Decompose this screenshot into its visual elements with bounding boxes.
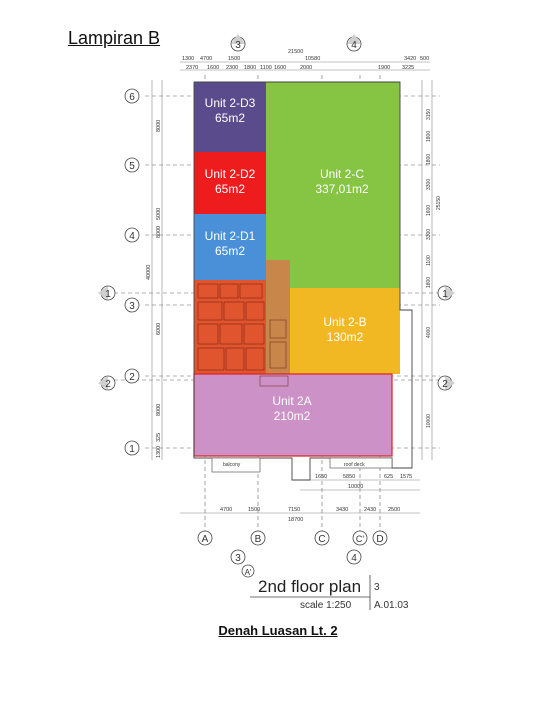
section-marker-3-bottom: 3 <box>235 553 241 564</box>
unit-2-b-area-label: 130m2 <box>327 330 364 344</box>
dim-bottom-3: 7150 <box>288 507 300 513</box>
grid-row-4: 4 <box>129 231 135 242</box>
grid-row-6: 6 <box>129 92 135 103</box>
unit-2a-name: Unit 2A <box>272 394 311 408</box>
dim-top-2: 1800 <box>244 65 256 71</box>
unit-2-c-area-label: 337,01m2 <box>315 182 369 196</box>
dim-top: 21500 <box>288 49 303 55</box>
unit-2-d2-area-label: 65m2 <box>215 182 245 196</box>
dim-bottom-3: 4700 <box>220 507 232 513</box>
dim-left: 8000 <box>156 404 162 416</box>
dim-bottom-3: 2430 <box>364 507 376 513</box>
dim-top-2: 1600 <box>274 65 286 71</box>
unit-2-d2-area <box>194 152 266 214</box>
grid-col-b: B <box>255 534 262 545</box>
unit-2-b-name: Unit 2-B <box>323 315 366 329</box>
dim-top: 10580 <box>305 56 320 62</box>
unit-2-d3-area-label: 65m2 <box>215 111 245 125</box>
dim-top-2: 1900 <box>378 65 390 71</box>
unit-2a-area-label: 210m2 <box>274 409 311 423</box>
dim-right: 1100 <box>426 255 432 266</box>
unit-2-b-area <box>290 288 400 374</box>
dim-right: 1600 <box>426 205 432 216</box>
plan-title: 2nd floor plan <box>258 577 361 596</box>
grid-row-1: 1 <box>129 444 135 455</box>
unit-2-c-name: Unit 2-C <box>320 167 364 181</box>
grid-col-c-prime: C' <box>356 534 364 544</box>
core-area-2 <box>266 290 290 375</box>
dim-top: 4700 <box>200 56 212 62</box>
dim-right: 1800 <box>426 277 432 288</box>
unit-2-d1-area <box>194 214 266 280</box>
dim-left: 8000 <box>156 120 162 132</box>
dim-top: 3420 <box>404 56 416 62</box>
dim-top: 1500 <box>228 56 240 62</box>
section-marker-3-top: 3 <box>235 40 241 51</box>
core-area <box>194 280 266 375</box>
dim-top-2: 2370 <box>186 65 198 71</box>
grid-row-3: 3 <box>129 301 135 312</box>
grid-col-a: A <box>202 534 209 545</box>
section-marker-1-left: 1 <box>105 289 111 300</box>
dim-bottom-1: 5850 <box>343 474 355 480</box>
dim-left: 325 <box>156 433 162 442</box>
dim-top-2: 1600 <box>207 65 219 71</box>
dim-top: 1300 <box>182 56 194 62</box>
dim-top-2: 2300 <box>226 65 238 71</box>
section-marker-4-top: 4 <box>351 40 357 51</box>
sheet-code: A.01.03 <box>374 600 409 611</box>
unit-2-c-area <box>266 82 400 288</box>
dim-right: 1800 <box>426 154 432 165</box>
dim-right: 3150 <box>426 109 432 120</box>
dim-right: 3300 <box>426 229 432 240</box>
dim-left: 1300 <box>156 446 162 458</box>
sheet-number: 3 <box>374 582 380 593</box>
dim-top: 500 <box>420 56 429 62</box>
dim-left: 40000 <box>146 265 152 280</box>
dim-top-2: 2000 <box>300 65 312 71</box>
dim-right: 25150 <box>436 196 442 210</box>
unit-2-d2-name: Unit 2-D2 <box>205 167 256 181</box>
dim-left: 5000 <box>156 208 162 220</box>
page-heading: Lampiran B <box>68 28 161 48</box>
dim-bottom-total: 18700 <box>288 517 303 523</box>
section-marker-1-right: 1 <box>442 289 448 300</box>
dim-bottom-1: 1650 <box>315 474 327 480</box>
dim-right: 1800 <box>426 131 432 142</box>
grid-row-2: 2 <box>129 372 135 383</box>
dim-right: 10000 <box>426 414 432 428</box>
dim-left: 6000 <box>156 323 162 335</box>
dim-bottom-2: 10000 <box>348 484 363 490</box>
dim-bottom-1: 625 <box>384 474 393 480</box>
floor-plan: 1300 4700 1500 21500 10580 3420 500 2370… <box>98 34 455 611</box>
unit-2-d3-name: Unit 2-D3 <box>205 96 256 110</box>
section-marker-2-left: 2 <box>105 379 111 390</box>
section-marker-2-right: 2 <box>442 379 448 390</box>
dim-right: 4000 <box>426 327 432 338</box>
dim-bottom-3: 1500 <box>248 507 260 513</box>
balcony-label: balcony <box>223 462 241 468</box>
dim-bottom-3: 3430 <box>336 507 348 513</box>
unit-2-d3-area <box>194 82 266 152</box>
page-caption: Denah Luasan Lt. 2 <box>218 623 338 638</box>
dim-bottom-1: 1575 <box>400 474 412 480</box>
grid-col-d: D <box>376 534 383 545</box>
grid-col-a-prime: A' <box>245 568 252 577</box>
dim-right: 3300 <box>426 179 432 190</box>
dim-top-2: 3225 <box>402 65 414 71</box>
dim-top-2: 1100 <box>260 65 272 71</box>
dim-bottom-3: 2500 <box>388 507 400 513</box>
unit-2a-area <box>193 373 393 457</box>
grid-row-5: 5 <box>129 161 135 172</box>
dim-left: 8000 <box>156 226 162 238</box>
section-marker-4-bottom: 4 <box>351 553 357 564</box>
roof-deck-label: roof deck <box>344 462 365 468</box>
plan-scale: scale 1:250 <box>300 600 352 611</box>
unit-2-d1-name: Unit 2-D1 <box>205 229 256 243</box>
unit-2-d1-area-label: 65m2 <box>215 244 245 258</box>
grid-col-c: C <box>318 534 325 545</box>
